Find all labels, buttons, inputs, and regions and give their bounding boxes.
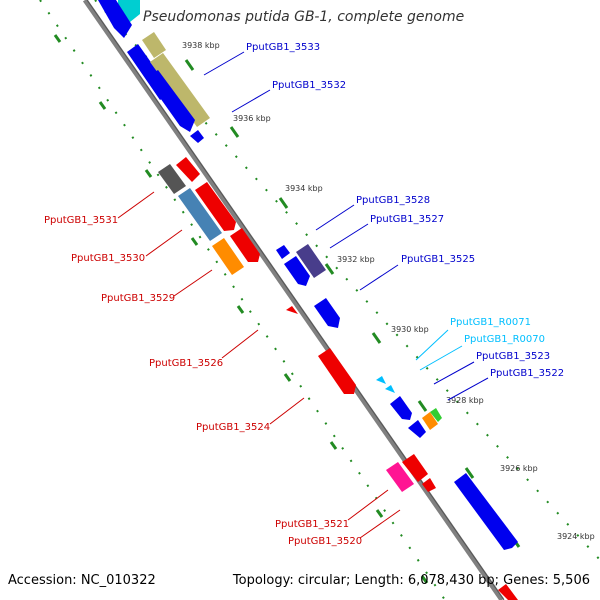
backbone [82, 0, 505, 600]
tick-mark [144, 169, 153, 178]
tick-mark [371, 332, 382, 344]
gene-label[interactable]: PputGB1_3527 [370, 214, 444, 225]
tick-mark [278, 197, 289, 209]
gene-feature-red[interactable] [422, 478, 436, 492]
tick-label: 3930 kbp [391, 325, 429, 334]
tick-marks [53, 34, 521, 584]
gene-label[interactable]: PputGB1_R0071 [450, 317, 531, 328]
tick-mark [98, 101, 107, 110]
gene-label[interactable]: PputGB1_3528 [356, 195, 430, 206]
gene-label[interactable]: PputGB1_3533 [246, 42, 320, 53]
gene-feature-orange[interactable] [422, 412, 438, 430]
tick-mark [53, 34, 62, 43]
gene-label[interactable]: PputGB1_3523 [476, 351, 550, 362]
gene-label[interactable]: PputGB1_3525 [401, 254, 475, 265]
leader-line [447, 377, 489, 401]
leader-line [329, 223, 369, 249]
gene-label[interactable]: PputGB1_3526 [149, 358, 223, 369]
tick-mark [184, 59, 195, 71]
gene-feature-blue[interactable] [408, 420, 426, 438]
gene-feature-orange[interactable] [212, 238, 244, 275]
gene-features [98, 0, 518, 600]
gene-feature-green[interactable] [430, 408, 442, 422]
tick-label: 3936 kbp [233, 114, 271, 123]
gene-feature-steelblue[interactable] [178, 188, 222, 241]
leader-line [117, 191, 155, 219]
gene-label[interactable]: PputGB1_3530 [71, 253, 145, 264]
gene-feature-olive[interactable] [142, 32, 166, 58]
tick-mark [190, 237, 199, 246]
leader-line [173, 269, 213, 297]
leader-line [203, 51, 245, 76]
leader-line [419, 345, 463, 371]
gene-feature-red[interactable] [286, 306, 298, 314]
gene-feature-blue[interactable] [276, 245, 290, 259]
gene-label[interactable]: PputGB1_3521 [275, 519, 349, 530]
leader-line [231, 89, 271, 113]
gene-feature-red[interactable] [318, 348, 356, 394]
gene-feature-blue[interactable] [314, 298, 340, 328]
gene-feature-blue[interactable] [390, 396, 412, 420]
gene-feature-blue[interactable] [98, 0, 132, 38]
guide-line-outer-left [39, 0, 446, 600]
tick-mark [375, 509, 384, 518]
accession-text: Accession: NC_010322 [8, 573, 156, 588]
gene-feature-blue[interactable] [284, 256, 310, 286]
gene-feature-blue[interactable] [454, 473, 518, 550]
gene-feature-red[interactable] [402, 454, 428, 482]
leader-line [221, 329, 259, 359]
label-leaders [117, 51, 489, 539]
tick-mark [236, 305, 245, 314]
gene-label[interactable]: PputGB1_3522 [490, 368, 564, 379]
gene-feature-magenta[interactable] [386, 462, 414, 492]
tick-mark [229, 126, 240, 138]
gene-labels: PputGB1_3533 PputGB1_3532 PputGB1_3528 P… [44, 42, 564, 547]
leader-line [347, 489, 389, 521]
tick-guide-lines [39, 0, 600, 600]
leader-line [145, 229, 183, 257]
tick-label: 3938 kbp [182, 41, 220, 50]
tick-mark [329, 441, 338, 450]
gene-feature-blue[interactable] [190, 130, 204, 143]
leader-line [359, 264, 399, 291]
gene-feature-blue[interactable] [146, 70, 195, 132]
topology-text: Topology: circular; Length: 6,078,430 bp… [232, 573, 590, 588]
tick-mark [417, 400, 428, 412]
gene-label[interactable]: PputGB1_3529 [101, 293, 175, 304]
tick-mark [464, 467, 475, 479]
gene-label[interactable]: PputGB1_3520 [288, 536, 362, 547]
tick-label: 3932 kbp [337, 255, 375, 264]
gene-feature-red[interactable] [230, 228, 260, 262]
gene-feature-olive[interactable] [150, 53, 210, 127]
gene-feature-slate[interactable] [296, 244, 326, 278]
leader-line [433, 361, 475, 385]
gene-label[interactable]: PputGB1_3524 [196, 422, 270, 433]
leader-line [359, 509, 401, 539]
gene-feature-red[interactable] [176, 157, 200, 182]
leader-line [415, 329, 449, 361]
rna-feature[interactable] [376, 376, 386, 384]
gene-feature-gray[interactable] [158, 164, 186, 194]
tick-label: 3934 kbp [285, 184, 323, 193]
tick-label: 3926 kbp [500, 464, 538, 473]
gene-label[interactable]: PputGB1_3531 [44, 215, 118, 226]
rna-feature[interactable] [385, 385, 395, 393]
tick-label: 3924 kbp [557, 532, 595, 541]
tick-mark [324, 263, 335, 275]
tick-mark [283, 373, 292, 382]
tick-mark [420, 575, 429, 584]
leader-line [315, 204, 355, 231]
genome-title: Pseudomonas putida GB-1, complete genome [143, 9, 465, 25]
gene-label[interactable]: PputGB1_3532 [272, 80, 346, 91]
tick-label: 3928 kbp [446, 396, 484, 405]
tick-labels: 3938 kbp 3936 kbp 3934 kbp 3932 kbp 3930… [182, 41, 595, 541]
gene-feature-red[interactable] [195, 182, 236, 231]
gene-feature-red[interactable] [498, 584, 518, 600]
leader-line [269, 397, 305, 425]
gene-label[interactable]: PputGB1_R0070 [464, 334, 545, 345]
